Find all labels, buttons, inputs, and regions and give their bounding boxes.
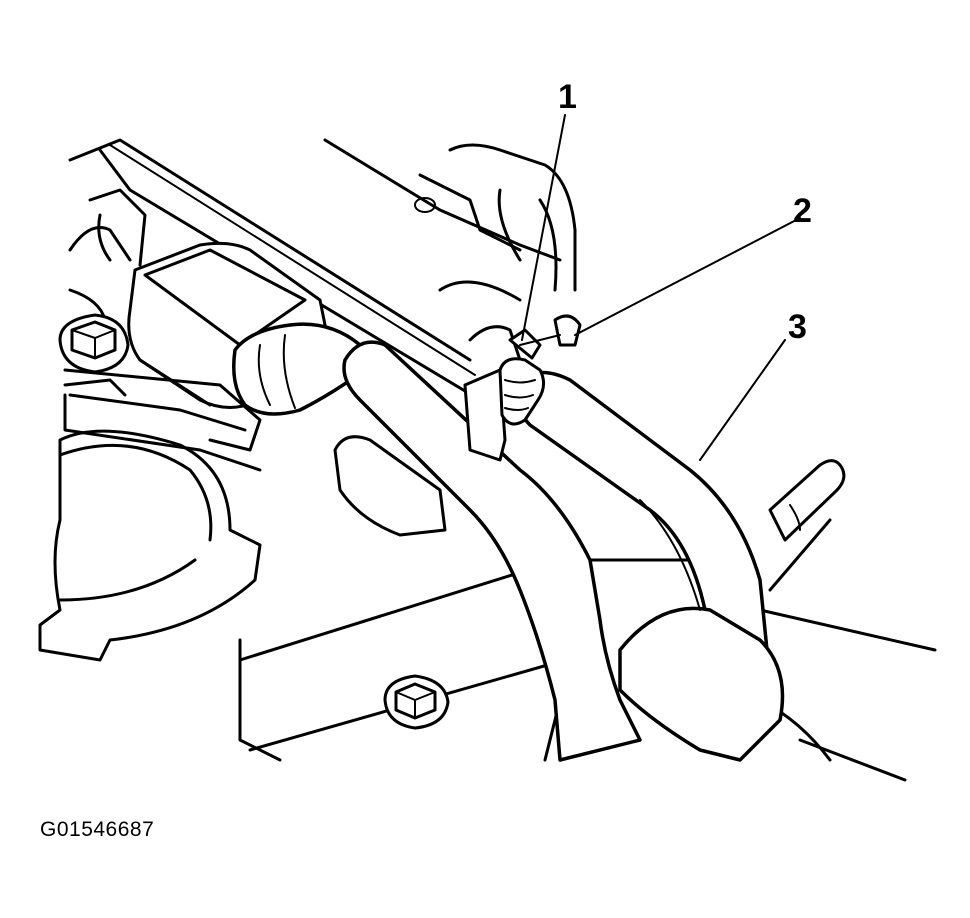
coil-bracket — [63, 368, 262, 472]
figure-id-label: G01546687 — [40, 818, 155, 841]
fitting-block — [333, 325, 522, 537]
callout-2: 2 — [793, 192, 812, 230]
pipe-stub — [768, 459, 846, 542]
bolt-bottom — [383, 674, 450, 730]
leader-line-2 — [574, 217, 801, 336]
leader-line-1 — [521, 114, 566, 341]
coil-boot — [232, 322, 367, 416]
leader-lines — [521, 114, 801, 461]
hose-main — [342, 340, 785, 762]
hose-clamp — [498, 314, 582, 426]
leader-line-3 — [699, 339, 786, 461]
bolt-left — [58, 313, 130, 374]
callout-1: 1 — [558, 78, 577, 116]
callout-3: 3 — [788, 308, 807, 346]
